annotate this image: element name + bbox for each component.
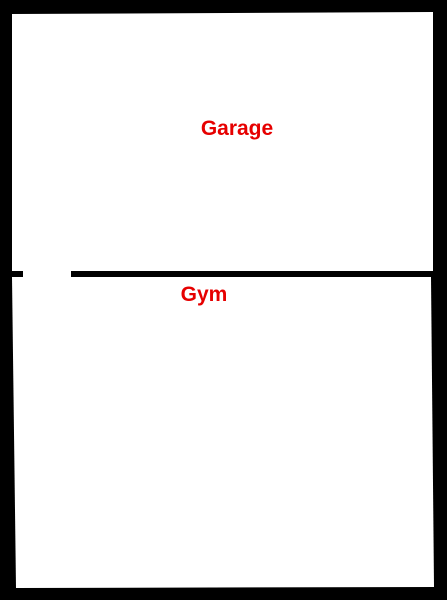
garage-room — [12, 12, 433, 271]
garage-label: Garage — [200, 117, 274, 140]
gym-room — [12, 277, 434, 588]
gym-label: Gym — [180, 283, 228, 306]
doorway — [23, 271, 71, 277]
